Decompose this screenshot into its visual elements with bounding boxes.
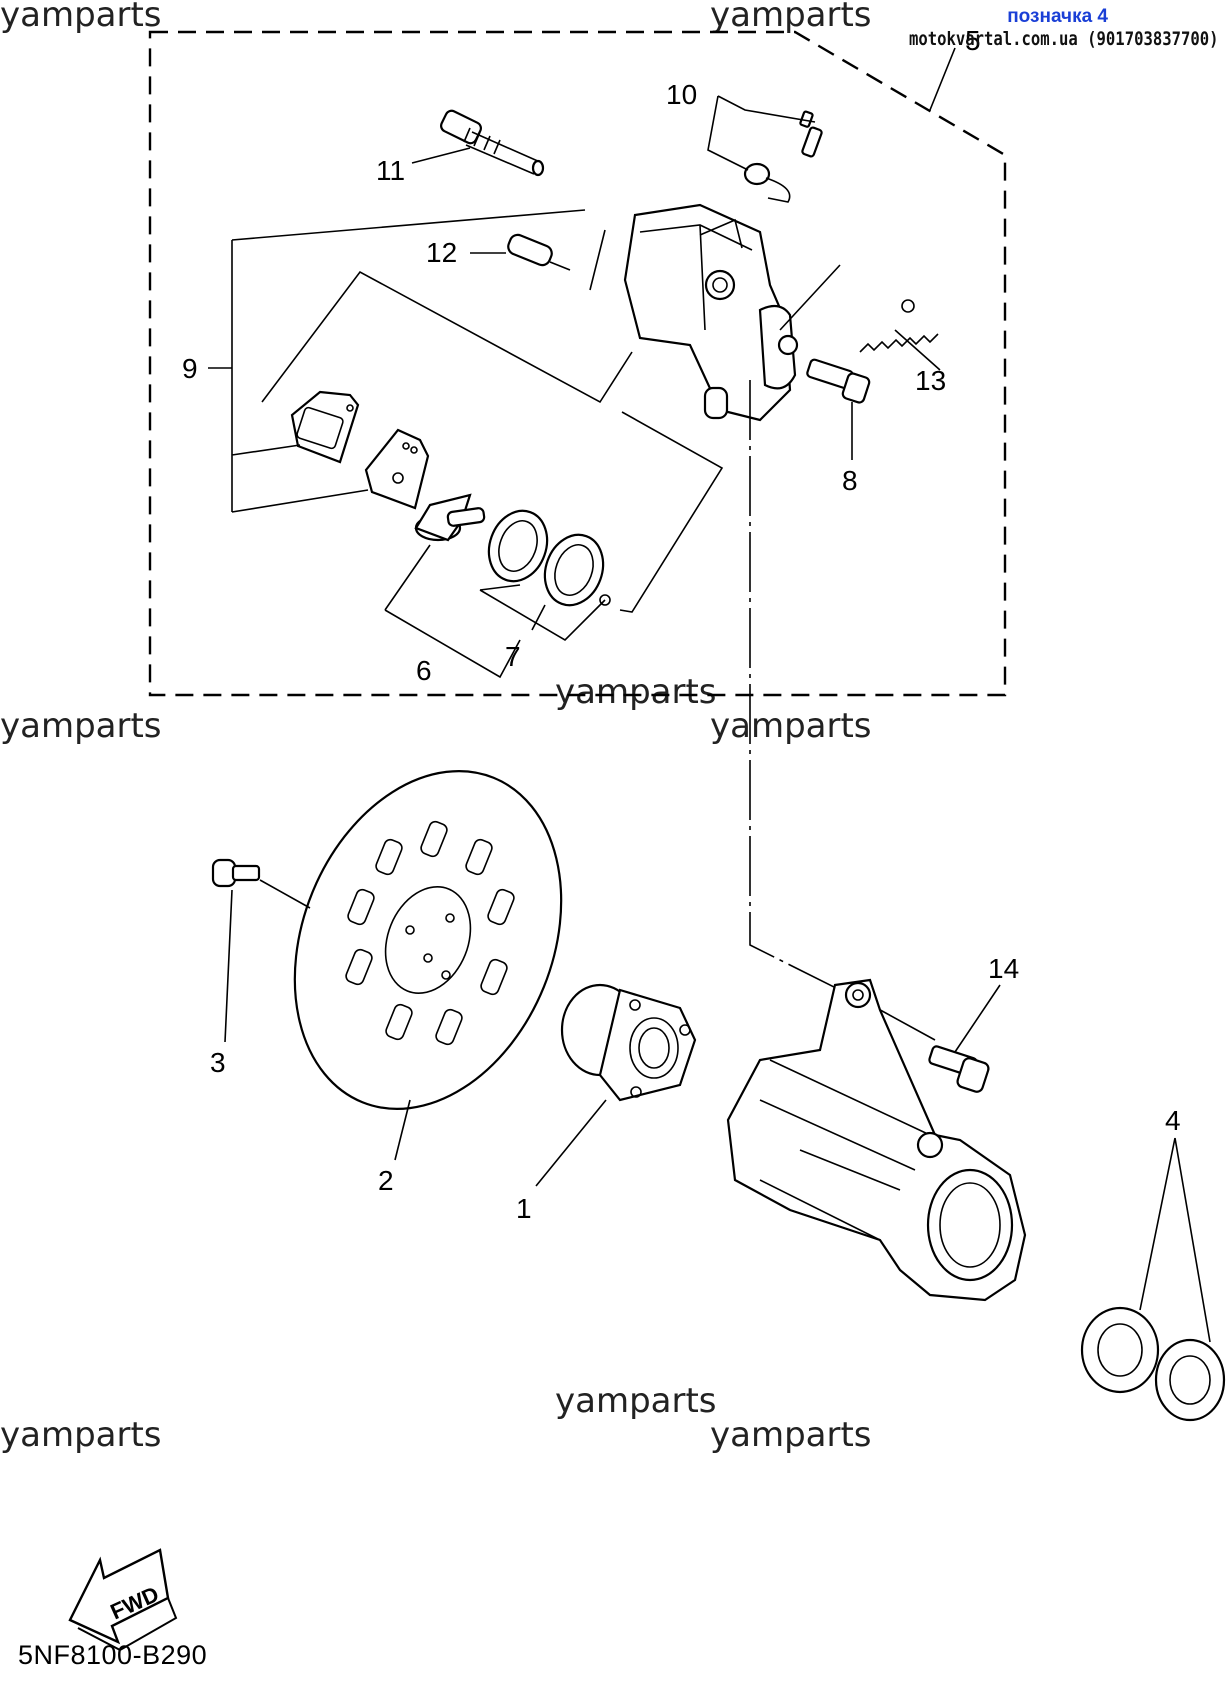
- callout-12: 12: [426, 237, 457, 268]
- watermark: yamparts: [0, 706, 162, 746]
- part-11-pin-bolt: [440, 109, 545, 177]
- watermark: yamparts: [555, 1381, 717, 1421]
- callout-4: 4: [1165, 1105, 1181, 1136]
- leader-4: [1139, 1137, 1211, 1343]
- leader-9: [208, 209, 606, 513]
- leader-7: [479, 584, 606, 642]
- callout-2: 2: [378, 1165, 394, 1196]
- leader-1: [535, 1099, 607, 1187]
- part-9-brake-pad-b: [364, 428, 430, 510]
- part-8-bolt: [806, 358, 871, 404]
- callout-7: 7: [505, 641, 521, 672]
- watermark: yamparts: [0, 1415, 162, 1455]
- part-10-bleed-screw: [743, 110, 823, 203]
- part-14-bolt: [928, 1045, 990, 1093]
- diagram-code: 5NF8100-B290: [18, 1640, 208, 1670]
- caliper-assembly-boundary: [148, 30, 1007, 697]
- callout-14: 14: [988, 953, 1019, 984]
- caliper-body: [623, 203, 799, 422]
- callout-1: 1: [516, 1193, 532, 1224]
- part-13-spring: [859, 299, 939, 353]
- leader-6: [384, 544, 521, 679]
- brand-badge: позначка 4: [1007, 6, 1108, 27]
- callout-10: 10: [666, 79, 697, 110]
- watermark: yamparts: [710, 1415, 872, 1455]
- watermark: yamparts: [710, 0, 872, 35]
- callout-6: 6: [416, 655, 432, 686]
- leader-3: [224, 879, 311, 1043]
- callout-3: 3: [210, 1047, 226, 1078]
- fwd-arrow-icon: FWD: [68, 1548, 178, 1652]
- part-6-piston: [414, 493, 486, 542]
- part-2-brake-disc: [293, 770, 563, 1110]
- watermark: yamparts: [710, 706, 872, 746]
- callout-8: 8: [842, 465, 858, 496]
- leader-5: [929, 47, 956, 111]
- center-axis: [749, 380, 861, 1001]
- leader-13: [779, 264, 941, 371]
- leader-11: [411, 147, 471, 164]
- site-credit: motokvartal.com.ua (901703837700): [908, 28, 1218, 50]
- callout-11: 11: [376, 155, 405, 186]
- part-4-nut-b: [1154, 1338, 1226, 1422]
- leader-2: [394, 1099, 411, 1161]
- axle-housing: [726, 978, 1027, 1302]
- part-7-piston-seals: [487, 509, 611, 607]
- callout-9: 9: [182, 353, 198, 384]
- part-4-nut-a: [1080, 1306, 1160, 1394]
- part-3-disc-bolt: [211, 858, 261, 888]
- watermark: yamparts: [0, 0, 162, 35]
- part-9-brake-pad-a: [290, 390, 360, 464]
- callout-13: 13: [915, 365, 946, 396]
- part-12-pin: [507, 233, 571, 271]
- leader-10: [707, 95, 816, 171]
- assembly-lines: [261, 270, 724, 613]
- watermark: yamparts: [555, 672, 717, 712]
- part-1-hub: [560, 983, 697, 1102]
- callout-5: 5: [965, 25, 981, 56]
